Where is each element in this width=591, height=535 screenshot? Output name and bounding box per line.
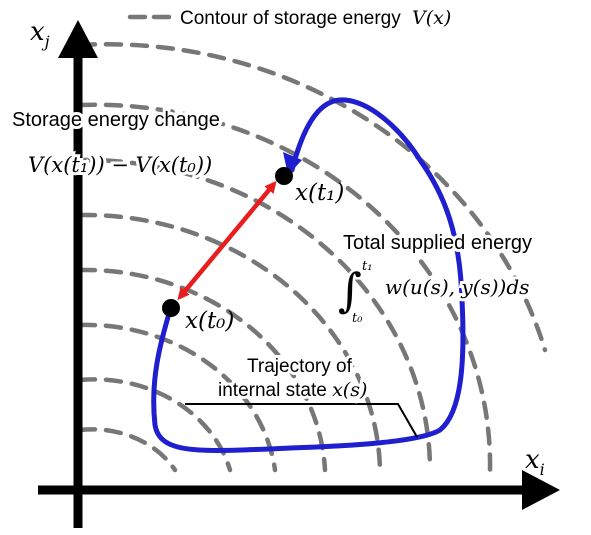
storage-change-title-halo: Storage energy change [12,109,220,131]
trajectory-line1: Trajectory of [247,356,353,377]
contour-1 [77,427,178,473]
supplied-energy-annotation: Total supplied energy Total supplied ene… [336,229,536,326]
integrand-halo: w(u(s), y(s))ds [385,275,529,299]
x-axis-arrowhead [522,470,560,510]
point-t1 [275,167,293,185]
y-axis-arrowhead [58,20,98,58]
supplied-title-halo: Total supplied energy [343,232,532,254]
trajectory-curve [151,97,466,453]
trajectory-pointer [185,403,418,438]
legend-math-arg: (x) [426,7,452,29]
contour-6 [77,157,433,473]
integral-lower-limit: t₀ [352,311,363,326]
storage-change-title: Storage energy change [12,109,220,131]
integral-sign: ∫ [338,263,362,317]
storage-change-arrow [177,180,277,301]
legend-text: Contour of storage energy [180,8,401,29]
axes [38,20,560,528]
integral-upper-limit: t₁ [362,259,372,274]
trajectory-math: x(s) [332,379,367,401]
storage-change-annotation: Storage energy change Storage energy cha… [9,106,223,180]
x-axis-label: xi [525,445,545,479]
trajectory-line2: internal state x(s) [218,379,367,401]
contour-8 [77,42,548,353]
trajectory-annotation: Trajectory of Trajectory of internal sta… [215,353,370,404]
integral-sign: ∫ [338,263,362,317]
legend-math-V: V [412,7,428,29]
point-t1-label: x(t₁) [295,180,344,206]
contour-5 [77,212,383,473]
contour-4 [77,267,328,473]
trajectory-line2-halo: internal state x(s) [218,379,367,401]
supplied-title: Total supplied energy [343,232,532,254]
point-t0-label: x(t₀) [185,308,234,334]
storage-change-formula: V(x(t₁)) − V(x(t₀)) [28,153,212,177]
contour-3 [77,322,278,473]
contour-7 [77,102,493,473]
storage-change-formula-halo: V(x(t₁)) − V(x(t₀)) [28,153,212,177]
legend-label: Contour of storage energy V(x) [180,7,451,29]
integrand: w(u(s), y(s))ds [385,275,529,299]
point-t0 [162,299,180,317]
trajectory-line1-halo: Trajectory of [247,356,353,377]
y-axis-label: xj [30,17,50,51]
